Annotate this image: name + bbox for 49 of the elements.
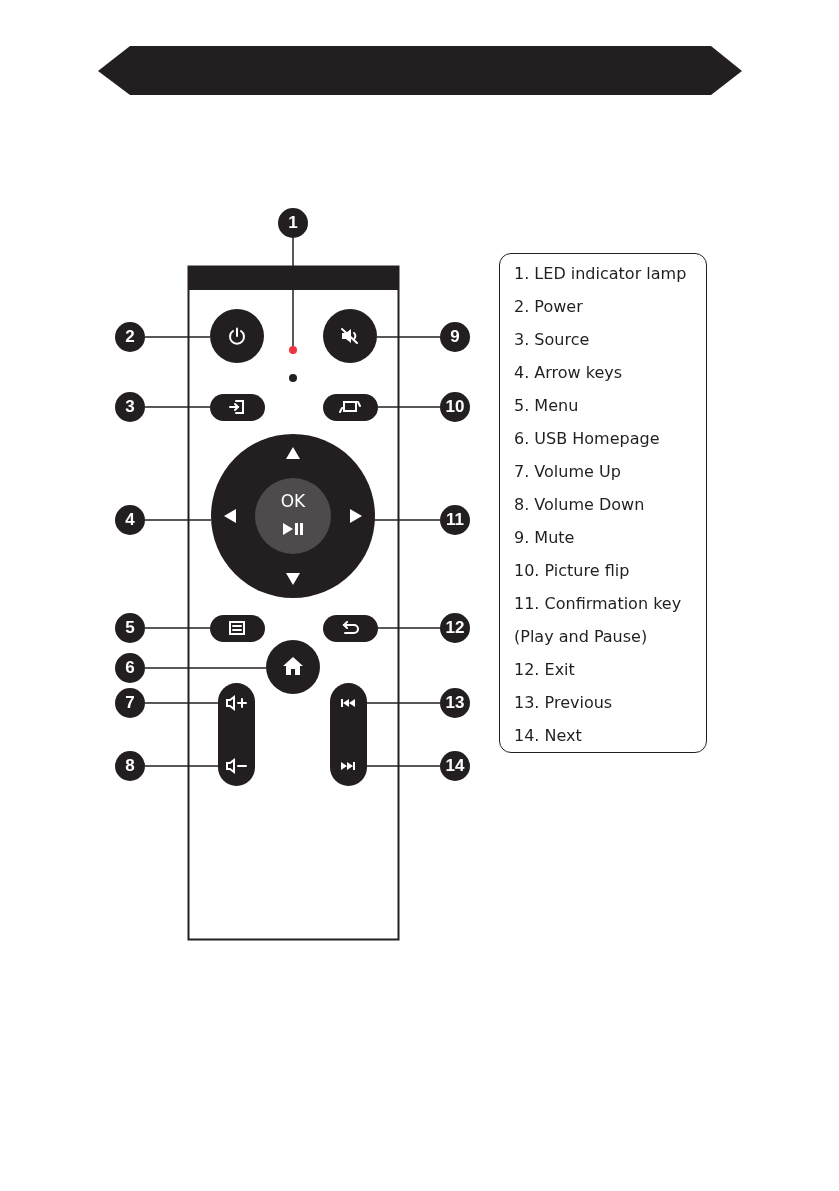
title-banner <box>98 46 742 95</box>
callout-number: 5 <box>115 613 145 643</box>
callout-number: 7 <box>115 688 145 718</box>
leader-line <box>144 702 219 704</box>
callout-number: 9 <box>440 322 470 352</box>
callout-number: 1 <box>278 208 308 238</box>
key-list-item: 5. Menu <box>514 396 579 415</box>
key-list-item: 2. Power <box>514 297 583 316</box>
ok-label: OK <box>279 491 307 511</box>
back-button <box>323 615 378 642</box>
leader-line <box>377 406 441 408</box>
leader-line <box>144 519 212 521</box>
led-indicator-lamp <box>289 346 297 354</box>
leader-line <box>144 667 267 669</box>
key-list-item: 12. Exit <box>514 660 575 679</box>
key-list-item: 3. Source <box>514 330 590 349</box>
leader-line <box>144 765 219 767</box>
key-list-item: 11. Confirmation key <box>514 594 682 613</box>
leader-line <box>144 336 211 338</box>
leader-line <box>144 627 211 629</box>
key-list-item: 8. Volume Down <box>514 495 645 514</box>
key-list-item: 14. Next <box>514 726 582 745</box>
callout-number: 14 <box>440 751 470 781</box>
picture-flip-button <box>323 394 378 421</box>
key-list-item: 1. LED indicator lamp <box>514 264 687 283</box>
leader-line <box>377 627 441 629</box>
callout-number: 8 <box>115 751 145 781</box>
leader-line <box>366 702 441 704</box>
leader-line <box>366 765 441 767</box>
callout-number: 11 <box>440 505 470 535</box>
key-list-item: 4. Arrow keys <box>514 363 623 382</box>
callout-number: 2 <box>115 322 145 352</box>
leader-line <box>292 237 294 347</box>
track-rocker <box>330 683 367 786</box>
key-list-item: 6. USB Homepage <box>514 429 660 448</box>
volume-rocker <box>218 683 255 786</box>
leader-line <box>376 336 441 338</box>
key-list-item: 9. Mute <box>514 528 575 547</box>
callout-number: 12 <box>440 613 470 643</box>
key-list-item: 13. Previous <box>514 693 613 712</box>
callout-number: 13 <box>440 688 470 718</box>
key-list-item: 10. Picture flip <box>514 561 630 580</box>
callout-number: 10 <box>440 392 470 422</box>
key-list-item: (Play and Pause) <box>514 627 648 646</box>
callout-number: 3 <box>115 392 145 422</box>
key-list-item: 7. Volume Up <box>514 462 621 481</box>
callout-number: 6 <box>115 653 145 683</box>
leader-line <box>144 406 211 408</box>
callout-number: 4 <box>115 505 145 535</box>
